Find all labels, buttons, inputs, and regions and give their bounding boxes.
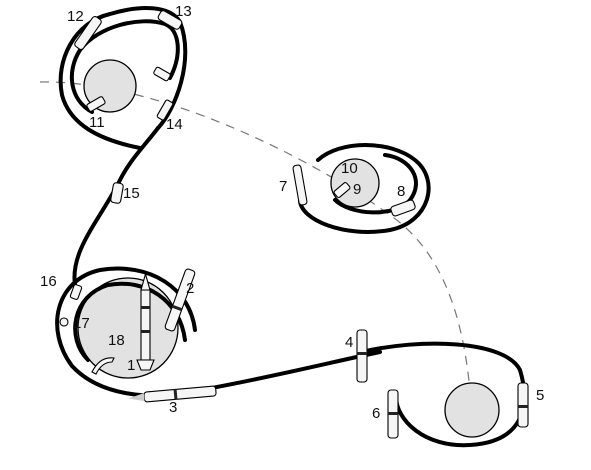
spacecraft-icon-15: [110, 182, 124, 204]
spacecraft-icon-5: [517, 382, 529, 428]
label-11: 11: [89, 114, 105, 131]
spacecraft-icon-4: [356, 329, 368, 383]
large-body-bottom-left: [77, 277, 179, 379]
transfer-path-out: [188, 350, 382, 394]
transfer-path-back: [360, 341, 522, 372]
label-14: 14: [166, 116, 183, 133]
spacecraft-icon-7: [292, 164, 308, 206]
spacecraft-icon-16: [69, 284, 83, 300]
top-orbit-outer: [58, 6, 188, 150]
launch-orbit-path: [55, 266, 197, 398]
label-7: 7: [279, 178, 287, 195]
spacecraft-icon-2: [164, 268, 196, 332]
label-6: 6: [372, 405, 380, 422]
spacecraft-icon-12: [74, 16, 102, 50]
mid-orbit-outer: [298, 143, 431, 234]
label-12: 12: [67, 8, 84, 25]
spacecraft-icon-8: [390, 199, 416, 217]
spacecraft-icon-9: [333, 182, 351, 198]
top-orbit-inner: [70, 19, 180, 114]
spacecraft-icon-17: [59, 317, 69, 327]
label-18: 18: [108, 332, 125, 349]
label-17: 17: [73, 315, 90, 332]
spacecraft-icon-3: [128, 385, 217, 403]
label-9: 9: [353, 181, 361, 198]
label-3: 3: [169, 399, 177, 416]
label-1: 1: [127, 357, 135, 374]
label-10: 10: [341, 160, 358, 177]
launch-vehicle-icon: [136, 271, 155, 371]
spacecraft-icon-6: [387, 389, 399, 439]
label-13: 13: [175, 3, 192, 20]
spacecraft-icon-13b: [153, 66, 171, 82]
label-8: 8: [397, 183, 405, 200]
label-4: 4: [345, 334, 353, 351]
label-15: 15: [123, 185, 140, 202]
body-bottom-right: [444, 382, 500, 438]
spacecraft-icon-14: [156, 99, 174, 121]
parachute-icon-18: [91, 357, 115, 375]
label-5: 5: [536, 387, 544, 404]
return-climb-path: [72, 126, 160, 287]
spacecraft-icon-13: [157, 10, 183, 30]
label-2: 2: [186, 280, 194, 297]
label-16: 16: [40, 273, 57, 290]
spacecraft-icon-11: [86, 96, 106, 112]
